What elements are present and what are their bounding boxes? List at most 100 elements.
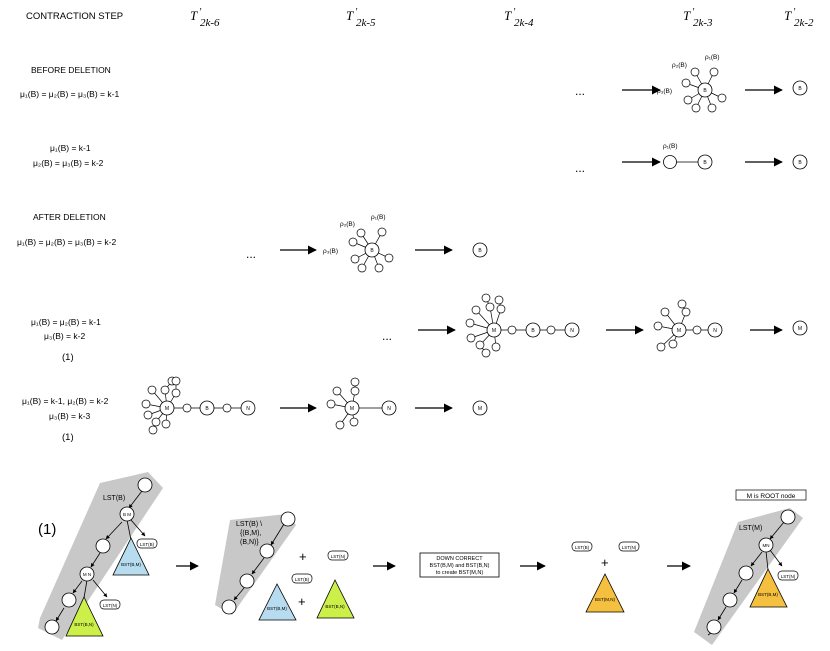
- node-b-label: B: [531, 328, 535, 334]
- bst-bm-triangle: [112, 537, 150, 576]
- down-correct-line-1: DOWN CORRECT: [436, 556, 483, 562]
- node-b-label: B: [798, 160, 802, 166]
- column-header-main: T: [190, 8, 198, 23]
- row2-sequence: ... B ρ₁(B) B: [575, 143, 808, 175]
- node-mn: [79, 566, 95, 582]
- lst-n-box: [618, 541, 640, 552]
- bst-bn-triangle: [316, 579, 355, 619]
- row5-footnote-marker: (1): [62, 432, 74, 443]
- bst-bm-final-label: BST(B,M): [758, 592, 778, 597]
- node-m-label: M: [798, 326, 802, 332]
- ellipsis: ...: [382, 329, 392, 343]
- contraction-step-label: CONTRACTION STEP: [26, 11, 123, 22]
- lst-b-label: LST(B): [103, 495, 125, 502]
- column-header-2k-4: T ′ 2k-4: [504, 7, 534, 29]
- ellipsis: ...: [575, 161, 585, 175]
- lst-b-box-label: LST(B): [575, 545, 590, 550]
- rho1-label: ρ₁(B): [371, 214, 386, 221]
- node-b: [697, 154, 713, 170]
- panel-split: LST(B) \ {(B,M), (B,N)} + LST(N) LST(B) …: [215, 511, 355, 621]
- column-header-main: T: [683, 8, 691, 23]
- lst-n-box-label: LST(N): [331, 554, 346, 559]
- down-correct-line-3: to create BST(M,N): [436, 570, 484, 576]
- bst-bm-triangle: [258, 583, 297, 621]
- node-b: [792, 154, 808, 170]
- lst-n-box-label: LST(N): [103, 603, 118, 608]
- rho1-label: ρ₁(B): [705, 54, 720, 61]
- rho3-label: ρ₃(B): [657, 88, 672, 95]
- row4-condition-a: μ₁(B) = μ₂(B) = k-1: [31, 317, 101, 327]
- node-b-label: B: [703, 88, 707, 94]
- lst-b-box: [136, 538, 158, 549]
- ellipsis: ...: [246, 247, 256, 261]
- root-note: M is ROOT node: [747, 493, 796, 500]
- bst-bn-label: BST(B,N): [325, 604, 345, 609]
- node-b-label: B: [205, 406, 209, 412]
- row1-condition: μ₁(B) = μ₂(B) = μ₃(B) = k-1: [20, 89, 119, 99]
- node-m: [472, 400, 488, 416]
- node-m-label: M: [165, 406, 169, 412]
- row4-sequence: ... M: [382, 293, 808, 358]
- footnote-marker: (1): [38, 521, 56, 538]
- lst-n-box: [327, 550, 349, 561]
- bst-bm-label: BST(B,M): [267, 606, 287, 611]
- leaf-node: [663, 155, 677, 169]
- node-n-label: N: [387, 406, 391, 412]
- bst-bn-label: BST(B,N): [74, 622, 94, 627]
- row2-condition-a: μ₁(B) = k-1: [50, 143, 91, 153]
- tree-m-b-n: M B N: [141, 376, 256, 435]
- node-b: [792, 80, 808, 96]
- lst-b-box-label: LST(B): [295, 577, 310, 582]
- column-header-subscript: 2k-5: [356, 17, 376, 29]
- column-header-prime: ′: [692, 7, 695, 18]
- bst-mn-triangle: [585, 573, 625, 613]
- row4-footnote-marker: (1): [62, 352, 74, 363]
- row5-condition-b: μ₃(B) = k-3: [49, 411, 90, 421]
- column-header-prime: ′: [513, 7, 516, 18]
- rho1-label: ρ₁(B): [663, 143, 678, 150]
- rho2-label: ρ₂(B): [340, 221, 355, 228]
- node-m: [792, 320, 808, 336]
- node-m-label: M: [677, 328, 681, 334]
- column-header-prime: ′: [199, 7, 202, 18]
- column-header-main: T: [346, 8, 354, 23]
- tree-m-n: M N: [326, 377, 397, 430]
- lst-b-box-label: LST(B): [140, 542, 155, 547]
- column-header-2k-3: T ′ 2k-3: [683, 7, 713, 29]
- panel-merged: LST(B) LST(N) + BST(M,N): [571, 541, 640, 613]
- lst-minus-label-2: {(B,M),: [240, 530, 261, 537]
- star-graph-b: B ρ₂(B) ρ₁(B) ρ₃(B): [657, 54, 727, 113]
- panel-result: M is ROOT node LST(M) MN BST(B,M) LST(N): [694, 489, 807, 645]
- node-n-label: N: [713, 328, 717, 334]
- bst-triangle: [749, 568, 788, 608]
- bst-bn-triangle: [65, 596, 104, 637]
- lst-minus-label-3: (B,N)}: [240, 539, 259, 546]
- row5-sequence: M B N M N M: [141, 376, 488, 435]
- node-mn-label: MN: [763, 543, 770, 548]
- root-note-box: [735, 489, 807, 501]
- row4-condition-b: μ₃(B) = k-2: [44, 331, 85, 341]
- column-header-subscript: 2k-4: [514, 17, 534, 29]
- bst-bm-label: BST(B,M): [121, 562, 141, 567]
- column-header-main: T: [504, 8, 512, 23]
- column-header-2k-2: T ′ 2k-2: [784, 7, 814, 29]
- rho3-label: ρ₃(B): [323, 248, 338, 255]
- lst-minus-label-1: LST(B) \: [236, 521, 262, 528]
- node-m-label: M: [492, 328, 496, 334]
- lst-n-box: [99, 599, 121, 610]
- column-header-prime: ′: [793, 7, 796, 18]
- bst-mn-label: BST(M,N): [595, 597, 615, 602]
- node-b-label: B: [798, 86, 802, 92]
- node-m-label: M: [350, 406, 354, 412]
- node-b-label: B: [370, 248, 374, 254]
- down-correct-box: DOWN CORRECT BST(B,M) and BST(B,N) to cr…: [419, 552, 500, 578]
- ellipsis: ...: [575, 84, 585, 98]
- tree-m-n: M N: [653, 299, 723, 352]
- column-header-prime: ′: [355, 7, 358, 18]
- lst-m-label: LST(M): [739, 525, 762, 532]
- before-deletion-label: BEFORE DELETION: [31, 65, 111, 75]
- lst-n-box: [777, 570, 799, 581]
- node-n-label: N: [246, 406, 250, 412]
- node-b-label: B: [478, 248, 482, 254]
